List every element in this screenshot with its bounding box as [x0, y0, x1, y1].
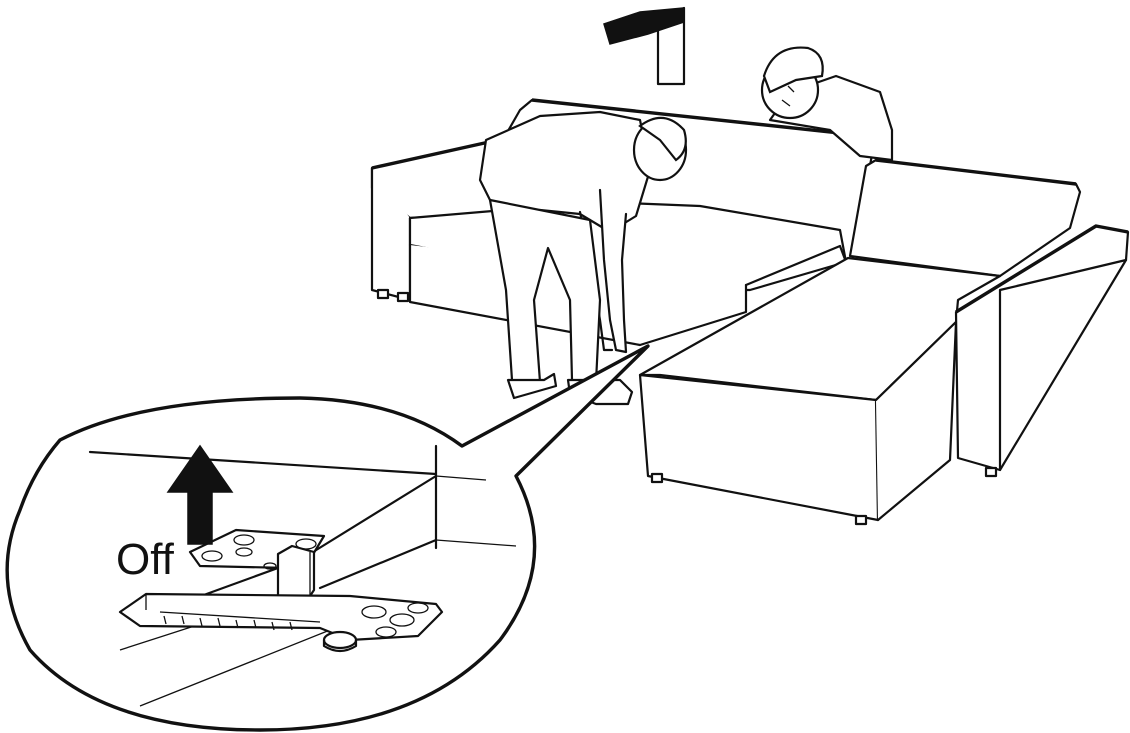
detail-callout: Off: [5, 344, 650, 732]
connector-bottom-bracket: [118, 592, 444, 653]
move-sofa-arrow-icon: [603, 6, 686, 86]
person-lifting: [478, 110, 688, 406]
connector-top-plate: [188, 528, 326, 598]
lift-up-arrow-icon: [166, 444, 234, 545]
off-label: Off: [116, 535, 175, 584]
person-helper: [760, 46, 894, 162]
